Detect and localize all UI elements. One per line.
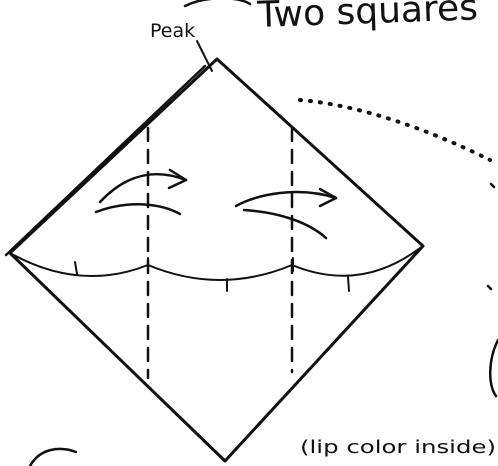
title-fragment: Two squares — [256, 0, 479, 36]
dotted-continuation-curve — [300, 100, 490, 160]
edge-dot-1 — [491, 184, 494, 187]
scribble-top-left — [185, 0, 250, 6]
diamond-double-edge — [6, 66, 205, 255]
edge-dot-2 — [488, 286, 491, 289]
peak-label: Peak — [150, 20, 195, 42]
bottom-left-scribble — [30, 449, 76, 466]
scalloped-edge-line — [10, 248, 420, 280]
left-fold-arrow — [96, 170, 186, 214]
right-fold-arrow — [236, 189, 336, 238]
edge-paren-mark — [490, 340, 498, 396]
lip-color-note: (lip color inside) — [300, 437, 496, 458]
diamond-square-outline — [10, 59, 423, 461]
